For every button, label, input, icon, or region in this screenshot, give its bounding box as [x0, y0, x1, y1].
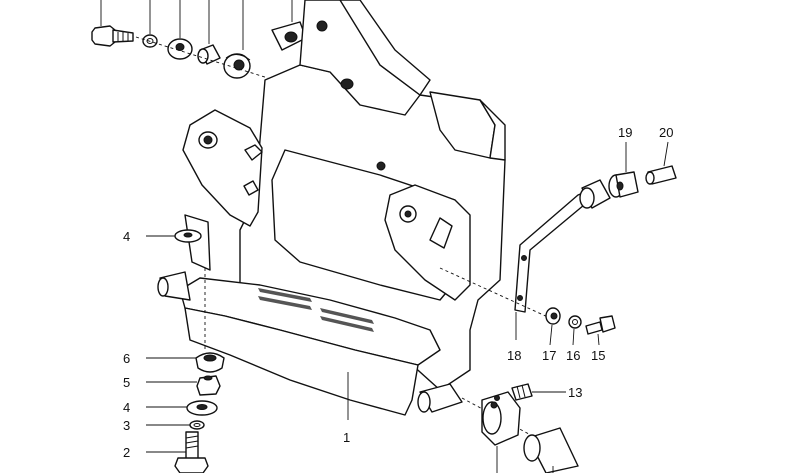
callout-15: 15	[591, 348, 605, 363]
callout-5: 5	[123, 375, 130, 390]
hex-nut	[196, 375, 221, 396]
callout-17: 17	[542, 348, 556, 363]
callout-4-lower: 4	[123, 400, 130, 415]
left-hardware-stack	[146, 229, 225, 473]
clamp-screw	[511, 383, 533, 401]
hex-bolt	[174, 431, 209, 473]
callout-6: 6	[123, 351, 130, 366]
clamp	[481, 391, 521, 446]
top-grommet	[223, 0, 251, 79]
washer-upper	[174, 229, 202, 243]
callout-1: 1	[343, 430, 350, 445]
callout-20: 20	[659, 125, 673, 140]
small-screw	[585, 315, 616, 335]
callout-16: 16	[566, 348, 580, 363]
top-hardware-row	[91, 0, 307, 79]
callout-2: 2	[123, 445, 130, 460]
right-linkage	[439, 141, 677, 346]
top-bolt	[91, 0, 134, 47]
top-spring-washer	[142, 0, 158, 48]
pin	[645, 165, 677, 185]
strap-link	[514, 189, 595, 313]
lock-washer	[189, 420, 205, 430]
plain-washer	[545, 307, 561, 325]
star-washer	[568, 315, 582, 329]
callout-4-upper: 4	[123, 229, 130, 244]
top-bushing	[197, 0, 221, 65]
main-bracket	[157, 0, 506, 420]
flanged-bushing	[608, 171, 639, 198]
washer-lower	[186, 400, 218, 416]
callout-13: 13	[568, 385, 582, 400]
callout-3: 3	[123, 418, 130, 433]
sleeve	[523, 427, 579, 473]
callout-19: 19	[618, 125, 632, 140]
bottom-right-hardware	[461, 383, 579, 473]
callout-labels: 4 6 5 4 3 2 1 13 18 17 16 15 19 20	[123, 125, 673, 460]
callout-18: 18	[507, 348, 521, 363]
top-washer	[167, 0, 193, 60]
top-rubber-mount	[271, 0, 307, 51]
rubber-mount	[195, 352, 225, 373]
